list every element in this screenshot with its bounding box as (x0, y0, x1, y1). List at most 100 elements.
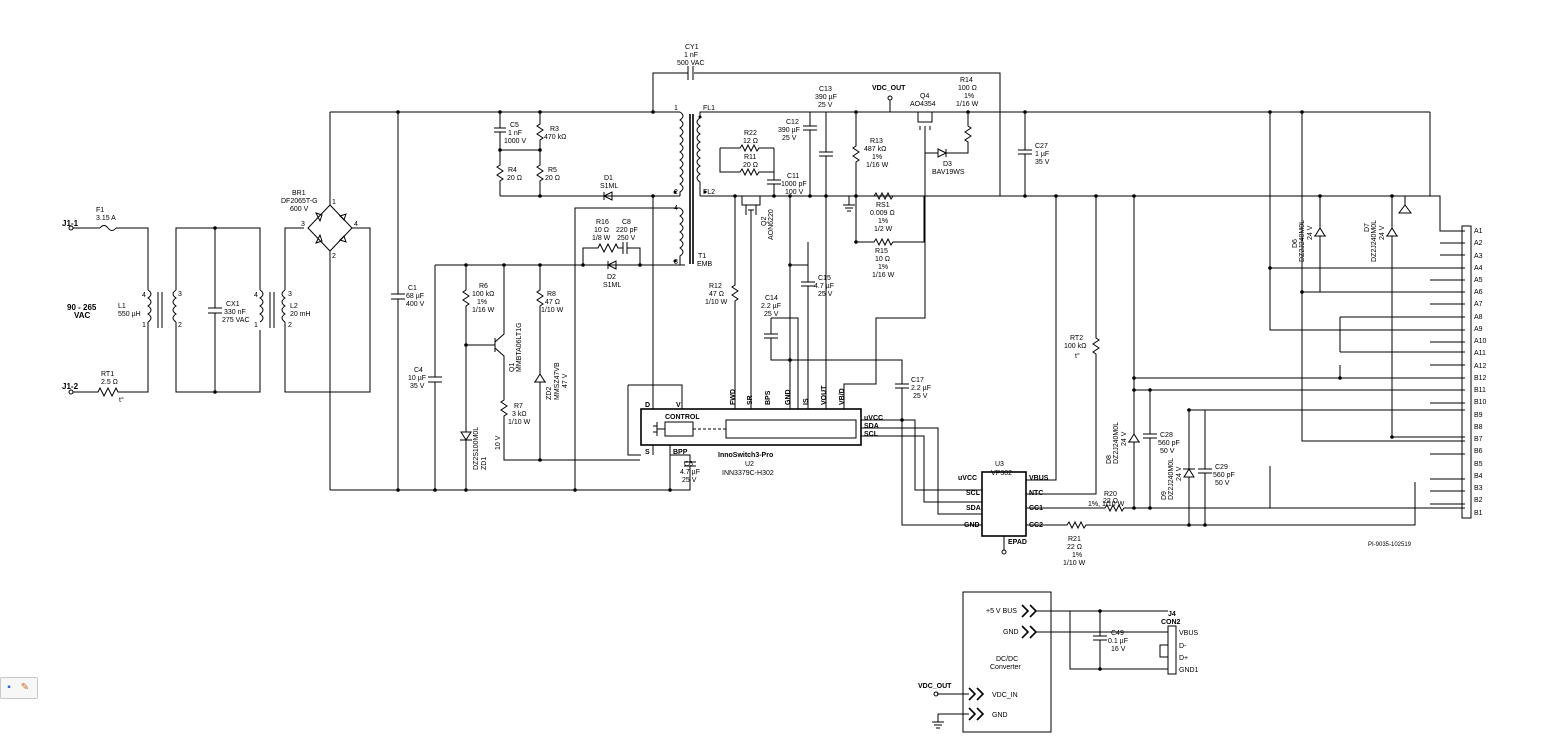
rating-c5: 1000 V (504, 138, 527, 145)
value-zd1: DZ2S100M0L (473, 427, 480, 470)
value-c28: 560 pF (1158, 440, 1180, 447)
svg-text:B10: B10 (1474, 399, 1487, 406)
svg-text:B9: B9 (1474, 412, 1483, 419)
value-d2: S1ML (603, 282, 621, 289)
clamp-r4-r5 (496, 150, 680, 197)
rating-d7: 24 V (1379, 225, 1386, 240)
label-c1: C1 (408, 285, 417, 292)
rating-r14: 1/16 W (956, 101, 979, 108)
pin-fwd: FWD (730, 389, 737, 405)
label-c17: C17 (911, 377, 924, 384)
svg-text:1: 1 (674, 105, 678, 112)
rating-cy1: 500 VAC (677, 60, 705, 67)
tol-r13: 1% (872, 154, 882, 161)
svg-text:B12: B12 (1474, 375, 1487, 382)
resistor-r6 (462, 265, 495, 346)
value-q4: AO4354 (910, 101, 936, 108)
svg-text:1: 1 (142, 322, 146, 329)
svg-text:B5: B5 (1474, 461, 1483, 468)
pin-j4-dplus: D+ (1179, 655, 1188, 662)
dcdc-title-1: DC/DC (996, 656, 1018, 663)
capacitor-c12 (803, 112, 817, 196)
capacitor-cx1 (208, 228, 222, 392)
value-c29: 560 pF (1213, 472, 1235, 479)
label-rt1: RT1 (101, 371, 114, 378)
value-c1: 68 µF (406, 293, 424, 300)
transformer-t1 (573, 111, 1430, 492)
grid-icon[interactable]: ▪ (7, 682, 11, 693)
label-c27: C27 (1035, 143, 1048, 150)
rating-c28: 50 V (1160, 448, 1175, 455)
mosfet-q2 (741, 196, 761, 409)
diode-d2 (606, 260, 617, 270)
label-f1: F1 (96, 207, 104, 214)
pin-dcdc-gnd-in: GND (992, 712, 1008, 719)
label-j1-2: J1-2 (62, 382, 79, 391)
label-q4: Q4 (920, 93, 929, 100)
pin-u3-ntc: NTC (1029, 490, 1043, 497)
rating-zd1: 10 V (495, 435, 502, 450)
label-c13: C13 (819, 86, 832, 93)
value-r14: 100 Ω (958, 85, 977, 92)
tol-r15: 1% (878, 264, 888, 271)
label-c12: C12 (786, 119, 799, 126)
svg-text:B2: B2 (1474, 497, 1483, 504)
label-c5: C5 (510, 122, 519, 129)
label-u3: U3 (995, 461, 1004, 468)
plugin-icon[interactable]: ✎ (20, 682, 30, 693)
pin-sda: SDA (864, 423, 879, 430)
choke-l1 (147, 227, 215, 393)
rating-r15: 1/16 W (872, 272, 895, 279)
connector-pin-labels: A1 A2 A3 A4 A5 A6 A7 A8 A9 A10 A11 A12 B… (1474, 228, 1487, 517)
svg-text:A2: A2 (1474, 240, 1483, 247)
label-r12: R12 (709, 283, 722, 290)
label-j4: J4 (1168, 611, 1176, 618)
capacitor-c28 (1143, 390, 1157, 508)
value-c11: 1000 pF (781, 181, 807, 188)
clamp-c5-r3 (494, 112, 544, 151)
pin-5v-bus: +5 V BUS (986, 608, 1017, 615)
label-vac: VAC (74, 311, 91, 320)
label-d7: D7 (1364, 223, 1371, 232)
svg-text:A10: A10 (1474, 338, 1487, 345)
label-j1-1: J1-1 (62, 219, 79, 228)
value-c4: 10 µF (408, 375, 426, 382)
label-br1: BR1 (292, 190, 306, 197)
svg-text:4: 4 (674, 205, 678, 212)
capacitor-cy1 (652, 66, 1001, 196)
pin-u3-cc2: CC2 (1029, 522, 1043, 529)
pin-vdc-in: VDC_IN (992, 692, 1018, 699)
tol-r6: 1% (477, 299, 487, 306)
pin-u3-uvcc: uVCC (958, 475, 977, 482)
rating-r13: 1/16 W (866, 162, 889, 169)
svg-text:A11: A11 (1474, 350, 1486, 357)
value-r12: 47 Ω (709, 291, 724, 298)
label-d1: D1 (604, 175, 613, 182)
value-r16: 10 Ω (594, 227, 609, 234)
label-l1: L1 (118, 303, 126, 310)
label-q2: Q2 (761, 217, 768, 226)
zener-d7 (1386, 196, 1398, 437)
label-c15: C15 (818, 275, 831, 282)
svg-text:B6: B6 (1474, 448, 1483, 455)
viewer-toolbar[interactable]: ▪ ✎ (0, 677, 38, 699)
rating-d8: 24 V (1121, 431, 1128, 446)
bridge-rectifier-br1 (304, 112, 371, 490)
svg-text:B1: B1 (1474, 510, 1483, 517)
rating-r16: 1/8 W (592, 235, 611, 242)
rating-r20: 1%, 1/10 W (1088, 501, 1125, 508)
snubber-r22-r11-c11 (719, 143, 781, 196)
temp-rt2: t° (1075, 352, 1080, 360)
rating-zd2: 47 V (562, 373, 569, 388)
pin-bps: BPS (765, 390, 772, 405)
value-d6: DZ2J240M0L (1299, 220, 1306, 262)
value-r3: 470 kΩ (544, 134, 566, 141)
svg-text:3: 3 (288, 291, 292, 298)
svg-text:A9: A9 (1474, 326, 1483, 333)
svg-text:1: 1 (254, 322, 258, 329)
rating-cx1: 275 VAC (222, 317, 250, 324)
svg-text:A3: A3 (1474, 253, 1483, 260)
usb-c-connector: D6 DZ2J240M0L 24 V D7 DZ2J240M0L 24 V (1268, 110, 1472, 519)
value-r7: 3 kΩ (512, 411, 527, 418)
